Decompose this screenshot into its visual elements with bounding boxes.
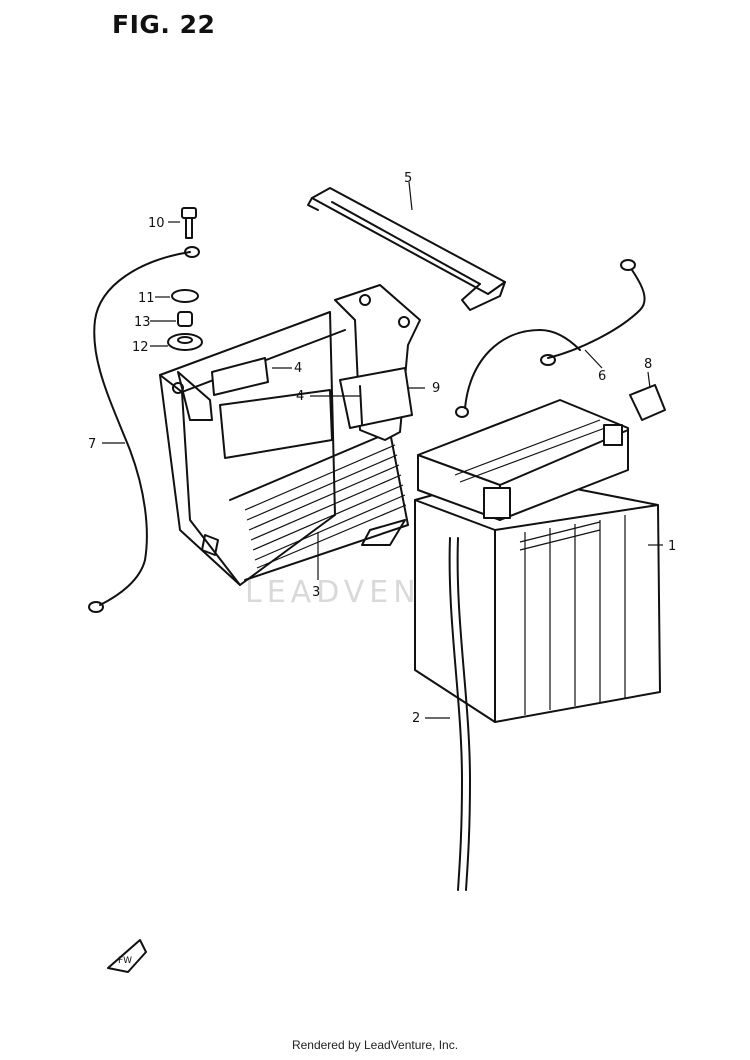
callout-9: 9: [432, 381, 440, 396]
figure-title: FIG. 22: [112, 10, 216, 39]
ground-cable: [88, 246, 200, 613]
callout-4b: 4: [296, 389, 304, 404]
callout-11: 11: [138, 291, 155, 306]
callout-13: 13: [134, 315, 151, 330]
callout-1: 1: [668, 539, 676, 554]
terminal-cover: [629, 384, 666, 421]
bolt: [181, 207, 197, 239]
callout-10: 10: [148, 216, 165, 231]
battery-tray: [159, 284, 421, 586]
render-credit: Rendered by LeadVenture, Inc.: [291, 1038, 459, 1052]
callout-2: 2: [412, 711, 420, 726]
callout-5: 5: [404, 171, 412, 186]
callout-7: 7: [88, 437, 96, 452]
breather-hose: [456, 537, 471, 891]
washer: [171, 289, 199, 303]
callout-8: 8: [644, 357, 652, 372]
collar: [177, 311, 193, 327]
direction-label: FW: [118, 956, 132, 966]
cushion: [167, 333, 203, 351]
battery-positive-cable: [455, 259, 646, 418]
callout-3: 3: [312, 585, 320, 600]
battery: [414, 399, 661, 723]
forward-direction-arrow: FW: [107, 939, 147, 973]
callout-12: 12: [132, 340, 149, 355]
battery-strap: [307, 187, 506, 311]
callout-4a: 4: [294, 361, 302, 376]
breather-hose-inner: [448, 537, 463, 891]
callout-6: 6: [598, 369, 606, 384]
